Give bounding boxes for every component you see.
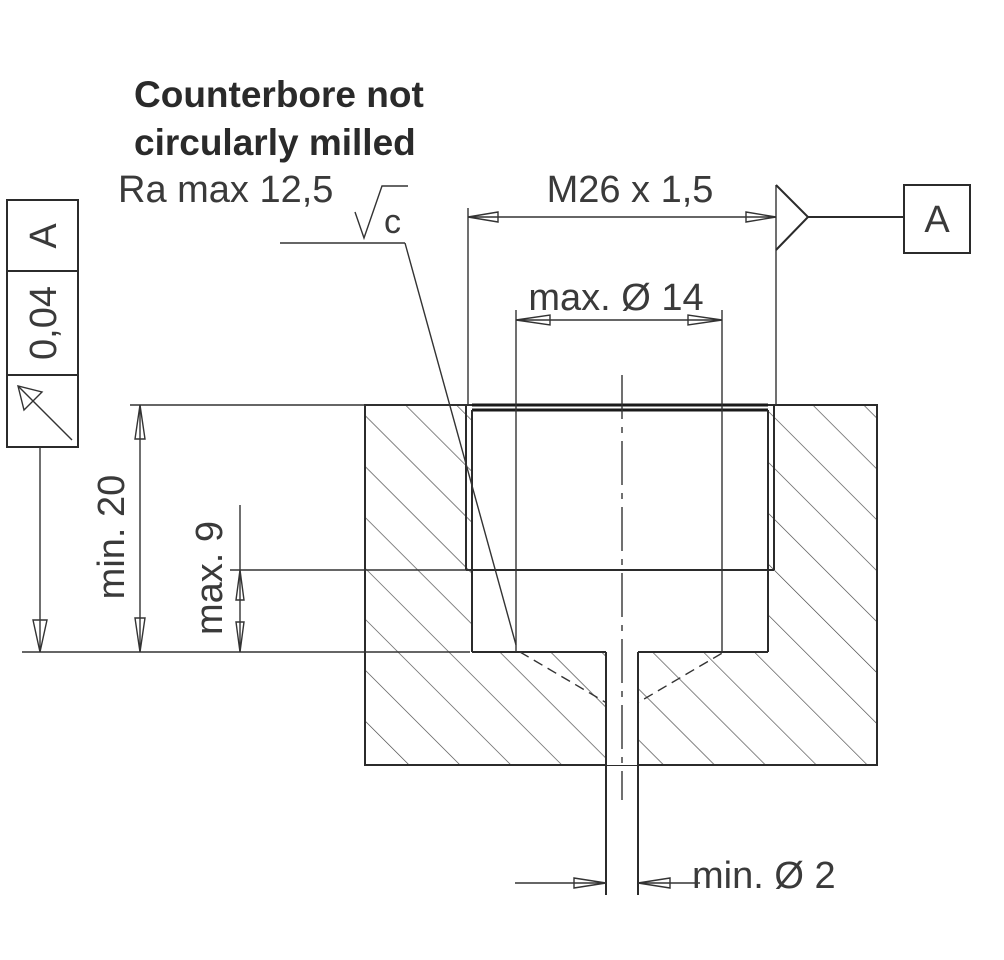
- thread-label: M26 x 1,5: [547, 169, 714, 211]
- tolerance-frame: A 0,04: [6, 199, 79, 653]
- leader-line: [404, 242, 517, 646]
- max-diameter-dimension: max. Ø 14: [515, 277, 723, 652]
- counterbore-note: Counterbore not circularly milled Ra max…: [118, 74, 517, 646]
- tolerance-datum-ref: A: [23, 223, 65, 249]
- min-hole-dimension: min. Ø 2: [515, 855, 836, 897]
- min-depth-dimension: min. 20: [22, 404, 470, 653]
- datum-symbol: A: [775, 184, 971, 254]
- runout-arrow-icon: [17, 385, 73, 441]
- max-depth-dimension: max. 9: [189, 505, 470, 653]
- max-diameter-label: max. Ø 14: [528, 277, 703, 319]
- min-depth-label: min. 20: [91, 475, 133, 600]
- tolerance-value: 0,04: [23, 286, 65, 360]
- min-hole-label: min. Ø 2: [692, 855, 836, 897]
- thread-dimension: M26 x 1,5: [467, 169, 777, 405]
- counterbore-note-line1: Counterbore not: [134, 74, 424, 115]
- roughness-symbol: [354, 185, 408, 241]
- roughness-symbol-letter: c: [384, 203, 401, 241]
- roughness-label: Ra max 12,5: [118, 169, 333, 211]
- counterbore-note-line2: circularly milled: [134, 122, 416, 163]
- max-depth-label: max. 9: [189, 521, 231, 635]
- datum-label: A: [924, 199, 950, 241]
